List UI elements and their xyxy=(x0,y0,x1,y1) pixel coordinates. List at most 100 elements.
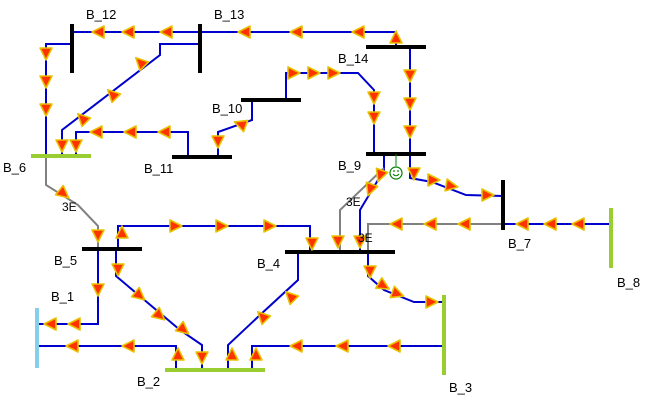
flow-arrow-icon xyxy=(351,25,365,39)
transformer-label-b6-b5: 3E xyxy=(62,200,77,214)
flow-arrow-icon xyxy=(425,295,439,309)
flow-arrow-icon xyxy=(481,188,495,202)
flow-arrow-icon xyxy=(403,125,417,139)
flow-arrow-icon xyxy=(111,263,125,277)
bus-label-b12: B_12 xyxy=(86,7,116,22)
flow-arrow-icon xyxy=(159,25,173,39)
flow-arrow-icon xyxy=(55,139,69,153)
flow-arrow-icon xyxy=(67,317,81,331)
bus-label-b14: B_14 xyxy=(338,51,368,66)
flow-arrow-icon xyxy=(225,347,239,361)
flow-arrow-icon xyxy=(130,286,146,301)
line-b5-b4 xyxy=(117,225,311,252)
flow-arrow-icon xyxy=(403,69,417,83)
flow-arrow-icon xyxy=(331,235,345,249)
flow-arrow-icon xyxy=(289,25,303,39)
flow-arrow-icon xyxy=(91,283,105,297)
line-b3-b2 xyxy=(251,345,444,370)
line-b12-b6 xyxy=(45,43,72,156)
flow-arrow-icon xyxy=(171,347,185,361)
flow-arrow-icon xyxy=(215,219,229,233)
smiley-load-icon xyxy=(389,154,403,180)
flow-arrow-icon xyxy=(305,237,319,251)
flow-arrow-icon xyxy=(571,217,585,231)
flow-arrow-icon xyxy=(91,229,105,243)
branch-lines xyxy=(37,31,611,370)
flow-arrow-icon xyxy=(375,277,390,290)
flow-arrow-icon xyxy=(157,125,171,139)
flow-arrow-icon xyxy=(174,320,190,335)
flow-arrow-icon xyxy=(39,47,53,61)
flow-arrow-icon xyxy=(289,339,303,353)
transformer-label-b9-b4: 3E xyxy=(346,195,361,209)
flow-arrow-icon xyxy=(134,56,150,72)
flow-arrow-icon xyxy=(407,167,421,181)
flow-arrow-icon xyxy=(284,290,300,306)
line-b13-b6 xyxy=(61,43,200,156)
flow-arrow-icon xyxy=(427,173,441,187)
bus-label-b6: B_6 xyxy=(3,160,26,175)
bus-label-b4: B_4 xyxy=(257,256,280,271)
flow-arrow-icon xyxy=(256,310,272,326)
bus-label-b3: B_3 xyxy=(449,380,472,395)
flow-arrow-icon xyxy=(365,181,379,197)
flow-arrow-icon xyxy=(43,317,57,331)
line-b5-b1 xyxy=(37,249,99,325)
flow-arrow-icon xyxy=(457,217,471,231)
flow-arrow-icon xyxy=(375,167,389,183)
flow-arrow-icon xyxy=(515,217,529,231)
bus-label-b11: B_11 xyxy=(144,161,173,176)
flow-arrow-icon xyxy=(121,25,135,39)
flow-arrow-icon xyxy=(69,139,83,153)
flow-arrow-icon xyxy=(307,66,321,80)
flow-arrows xyxy=(39,25,585,365)
flow-arrow-icon xyxy=(263,219,277,233)
buses xyxy=(31,24,613,375)
flow-arrow-icon xyxy=(150,306,166,321)
bus-label-b10: B_10 xyxy=(212,101,242,116)
flow-arrow-icon xyxy=(423,217,437,231)
flow-arrow-icon xyxy=(389,217,403,231)
flow-arrow-icon xyxy=(123,125,137,139)
flow-arrow-icon xyxy=(195,351,209,365)
flow-arrow-icon xyxy=(353,235,367,249)
flow-arrow-icon xyxy=(115,225,129,239)
line-b1-b2 xyxy=(37,345,177,370)
bus-label-b9: B_9 xyxy=(338,158,361,173)
flow-arrow-icon xyxy=(76,112,92,128)
flow-arrow-icon xyxy=(233,119,249,133)
flow-arrow-icon xyxy=(335,339,349,353)
flow-arrow-icon xyxy=(327,66,341,80)
bus-label-b5: B_5 xyxy=(54,253,77,268)
flow-arrow-icon xyxy=(389,285,405,299)
flow-arrow-icon xyxy=(39,75,53,89)
flow-arrow-icon xyxy=(363,265,377,279)
flow-arrow-icon xyxy=(54,184,70,199)
bus-label-b7: B_7 xyxy=(508,236,531,251)
transformer-label-b7-b4: 3E xyxy=(358,231,373,245)
flow-arrow-icon xyxy=(387,339,401,353)
flow-arrow-icon xyxy=(65,339,79,353)
flow-arrow-icon xyxy=(237,25,251,39)
flow-arrow-icon xyxy=(543,217,557,231)
flow-arrow-icon xyxy=(39,103,53,117)
flow-arrow-icon xyxy=(389,30,403,44)
line-b9-b7 xyxy=(409,154,504,197)
bus-label-b13: B_13 xyxy=(214,7,244,22)
flow-arrow-icon xyxy=(249,347,263,361)
flow-arrow-icon xyxy=(444,178,459,192)
line-b4-b3 xyxy=(367,252,444,303)
line-b10-b9 xyxy=(285,72,375,154)
flow-arrow-icon xyxy=(287,66,301,80)
bus-label-b1: B_1 xyxy=(51,289,74,304)
flow-arrow-icon xyxy=(89,125,103,139)
bus-label-b2: B_2 xyxy=(137,374,160,389)
flow-arrow-icon xyxy=(91,25,105,39)
flow-arrow-icon xyxy=(121,339,135,353)
bus-label-b8: B_8 xyxy=(617,275,640,290)
flow-arrow-icon xyxy=(169,219,183,233)
flow-arrow-icon xyxy=(211,135,225,149)
flow-arrow-icon xyxy=(106,88,122,104)
flow-arrow-icon xyxy=(367,111,381,125)
